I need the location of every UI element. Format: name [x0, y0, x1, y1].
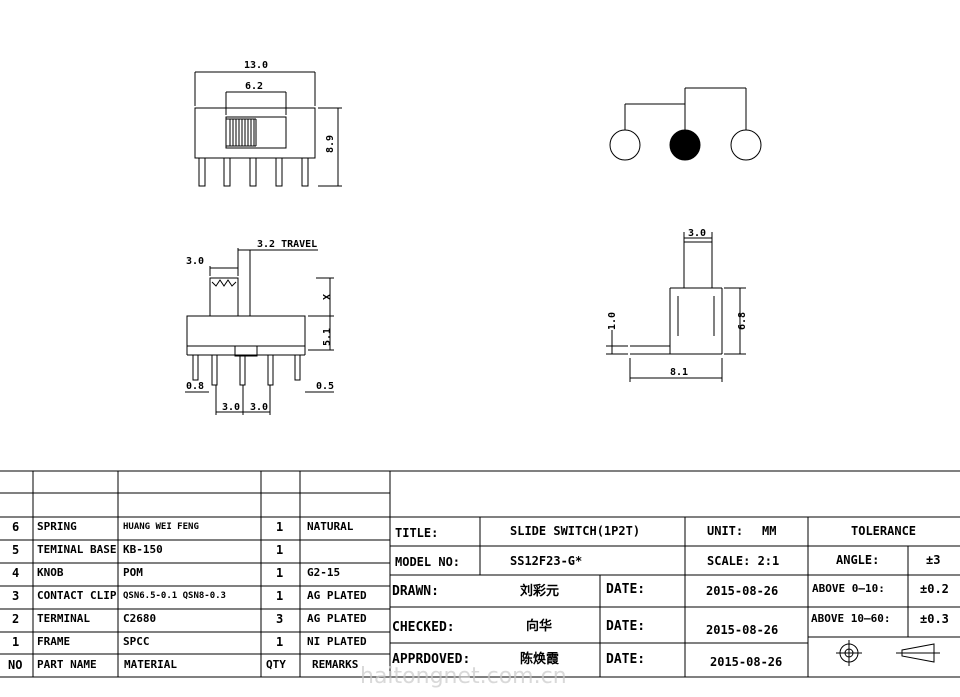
part-row-qty: 1	[276, 543, 284, 557]
part-row-qty: 3	[276, 612, 284, 626]
projection-symbol	[836, 640, 940, 666]
part-row-name: KNOB	[37, 566, 64, 579]
part-row-name: CONTACT CLIP	[37, 589, 117, 602]
part-row-material: KB-150	[123, 543, 163, 556]
part-row-remarks: AG PLATED	[307, 589, 367, 602]
checked-label: CHECKED:	[392, 620, 455, 635]
dim-end-left: 1.0	[607, 311, 619, 331]
dim-side-pitch-2: 3.0	[250, 402, 269, 413]
part-row-material: SPCC	[123, 635, 150, 648]
part-row-remarks: AG PLATED	[307, 612, 367, 625]
part-row-no: 3	[12, 589, 20, 603]
watermark: haitongnet.com.cn	[360, 664, 567, 689]
dim-end-height: 6.8	[737, 311, 749, 331]
dim-top-inner: 6.2	[245, 81, 264, 92]
part-row-qty: 1	[276, 520, 284, 534]
dim-top-height: 8.9	[325, 134, 337, 154]
part-row-material: POM	[123, 566, 143, 579]
angle-label: ANGLE:	[836, 553, 880, 567]
end-view-drawing	[606, 232, 746, 382]
range1-label: ABOVE 0—10:	[812, 582, 885, 595]
header-material: MATERIAL	[124, 658, 177, 671]
part-row-name: SPRING	[37, 520, 77, 533]
header-qty: QTY	[266, 658, 286, 671]
drawn-label: DRAWN:	[392, 584, 439, 599]
unit-value: MM	[762, 524, 777, 538]
dim-side-right-off: 0.5	[316, 381, 335, 392]
part-row-no: 4	[12, 566, 20, 580]
title-block-grid	[390, 517, 960, 677]
top-view-drawing	[194, 71, 342, 187]
schematic-drawing	[609, 87, 762, 161]
drawn-value: 刘彩元	[520, 584, 560, 599]
header-part-name: PART NAME	[37, 658, 97, 671]
range1-value: ±0.2	[920, 582, 949, 596]
header-remarks: REMARKS	[312, 658, 359, 671]
range2-value: ±0.3	[920, 612, 949, 626]
date-label-1: DATE:	[606, 582, 646, 597]
part-row-name: TERMINAL	[37, 612, 90, 625]
tolerance-header: TOLERANCE	[851, 524, 917, 538]
part-row-no: 6	[12, 520, 20, 534]
part-row-remarks: NI PLATED	[307, 635, 367, 648]
part-row-material: HUANG WEI FENG	[123, 522, 199, 532]
checked-value: 向华	[526, 619, 553, 634]
title-value: SLIDE SWITCH(1P2T)	[510, 524, 641, 538]
side-view-drawing	[185, 248, 334, 415]
dim-end-knob: 3.0	[688, 228, 707, 239]
title-label: TITLE:	[395, 526, 439, 540]
part-row-qty: 1	[276, 589, 284, 603]
approved-label: APPRDOVED:	[392, 652, 471, 667]
part-row-qty: 1	[276, 566, 284, 580]
dim-side-x: X	[322, 293, 334, 301]
part-row-name: FRAME	[37, 635, 71, 648]
angle-value: ±3	[926, 553, 941, 567]
part-row-qty: 1	[276, 635, 284, 649]
range2-label: ABOVE 10—60:	[811, 612, 891, 625]
part-row-remarks: G2-15	[307, 566, 341, 579]
date-value-3: 2015-08-26	[710, 655, 783, 669]
model-label: MODEL NO:	[395, 555, 461, 569]
unit-label: UNIT:	[707, 524, 744, 538]
dim-side-height: 5.1	[322, 327, 334, 347]
dim-side-travel: 3.2 TRAVEL	[257, 239, 318, 250]
part-row-no: 1	[12, 635, 20, 649]
dim-top-width: 13.0	[244, 60, 269, 71]
approved-value: 陈焕霞	[520, 652, 560, 667]
part-row-no: 2	[12, 612, 20, 626]
date-label-2: DATE:	[606, 619, 646, 634]
dim-end-width: 8.1	[670, 367, 689, 378]
header-no: NO	[8, 658, 23, 672]
model-value: SS12F23-G*	[510, 554, 583, 568]
part-row-no: 5	[12, 543, 20, 557]
part-row-material: C2680	[123, 612, 157, 625]
part-row-material: QSN6.5-0.1 QSN8-0.3	[123, 591, 226, 601]
part-row-remarks: NATURAL	[307, 520, 354, 533]
dim-side-pitch-1: 3.0	[222, 402, 241, 413]
part-row-name: TEMINAL BASE	[37, 543, 117, 556]
dim-side-left-off: 0.8	[186, 381, 205, 392]
date-value-1: 2015-08-26	[706, 584, 779, 598]
dim-side-knob: 3.0	[186, 256, 205, 267]
date-label-3: DATE:	[606, 652, 646, 667]
date-value-2: 2015-08-26	[706, 623, 779, 637]
scale-label: SCALE: 2:1	[707, 554, 780, 568]
